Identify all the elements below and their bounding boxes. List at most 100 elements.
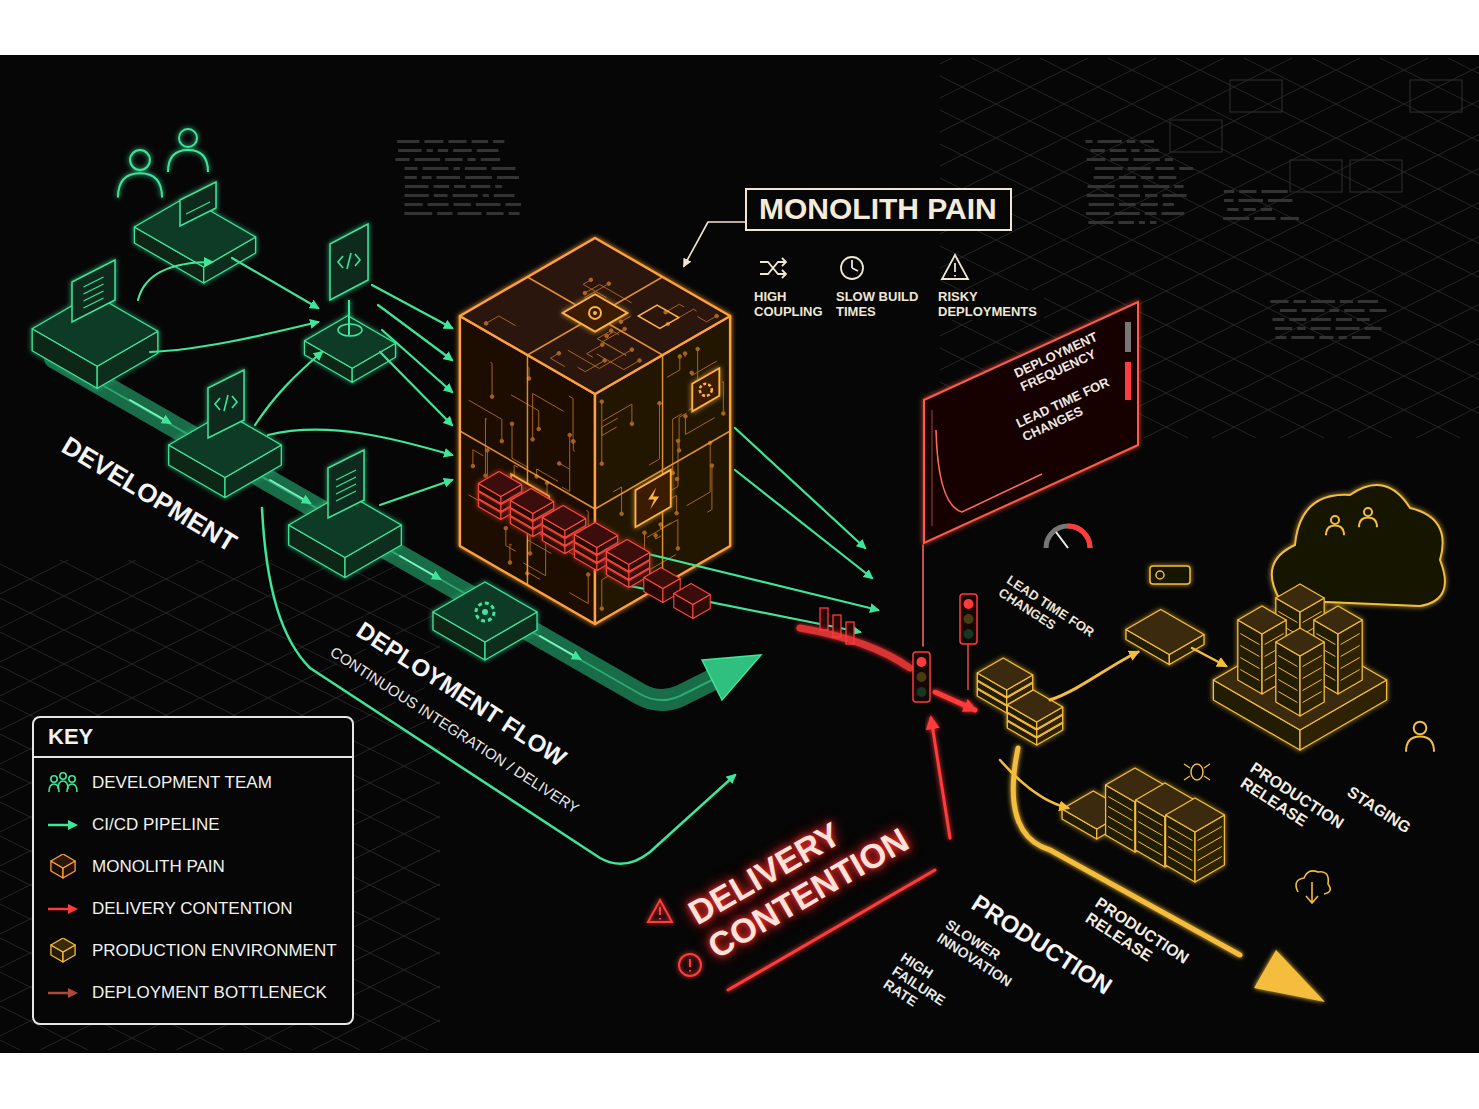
code-dash [492,167,516,170]
circuit-pad [654,534,658,538]
legend-row: DEVELOPMENT TEAM [34,762,352,804]
code-dash [1141,203,1158,206]
circuit-pad [504,526,508,530]
release-path [1050,652,1138,700]
grid-line [940,60,1479,438]
code-dash [1115,212,1140,215]
swatch-person-head [69,776,75,782]
traffic-lamp [964,614,974,624]
grid-line [940,58,1479,148]
grid-line [940,58,1479,438]
legend-row: CI/CD PIPELINE [34,804,352,846]
person-icon [168,129,208,172]
grid-line [0,1028,440,1050]
laptop-keys [186,202,210,214]
warning-mark [954,263,956,277]
grid-line [0,586,440,1050]
cube-division [595,355,730,585]
code-dash [1357,318,1370,321]
circuit-traces [468,362,590,603]
metrics-panel: DEPLOYMENT FREQUENCYLEAD TIME FOR CHANGE… [922,300,1142,545]
code-dash [1091,149,1105,152]
grid-line [0,560,440,1050]
pipeline-arrow [138,262,212,300]
code-dash [509,212,520,215]
circuit-pad [675,477,679,481]
circuit-pad [630,422,634,426]
server-rack [1166,798,1225,882]
code-dash [405,167,418,170]
impact-label: HIGH FAILURE RATE [879,948,964,1027]
block-face [1276,628,1324,656]
swatch-person-head [51,776,57,782]
person-body [1326,525,1344,535]
code-dash [1141,176,1154,179]
traffic-light [960,594,977,644]
code-dash [415,158,441,161]
code-symbol [215,395,237,411]
code-dash [1088,221,1113,224]
circuit-pad [484,474,488,478]
circuit-trace [603,404,632,424]
circuit-trace [550,353,564,366]
grid-line [940,58,1479,420]
block-face [1314,606,1362,634]
code-dash [468,158,476,161]
person-head [130,150,150,170]
swatch-head [68,988,78,998]
code-dash [1261,190,1287,193]
code-dash [423,167,449,170]
circuit-pad [557,351,561,355]
legend-label: DEVELOPMENT TEAM [92,773,272,793]
warning-icon [942,255,968,279]
circuit-trace [707,466,712,513]
swatch-line [48,992,70,995]
circuit-trace [486,316,516,326]
pipeline-arrow [268,430,452,455]
grid-cell [1410,80,1462,112]
cube-division [527,277,662,355]
circuit-pad [643,531,647,535]
grid-line [0,688,440,1050]
code-dash [436,176,460,179]
code-dash [1340,300,1353,303]
code-dash [1254,217,1275,220]
pipeline-arrow [378,305,452,360]
grid-line [0,560,440,1050]
label-anchor: STAGING [1342,782,1416,839]
code-dash [471,185,491,188]
block-face [542,506,585,531]
server-tower [1276,628,1324,716]
code-dash [1268,199,1292,202]
code-stand-pole [348,300,350,335]
grid-line [940,58,1479,352]
circuit-trace [685,416,714,434]
traffic-pole [967,640,969,690]
code-dash [438,149,448,152]
circuit-pad [471,464,475,468]
dark-ground [0,55,1479,1053]
grid-line [0,560,440,1050]
circuit-pad [528,552,532,556]
legend-swatch [46,812,80,838]
label-anchor: DELIVERY CONTENTION [680,775,936,968]
code-dash [1145,212,1157,215]
circuit-pad [583,291,587,295]
lead-time-gauge [1046,526,1090,548]
code-dash [1275,327,1292,330]
download-icon [1296,871,1330,903]
status-panel [1150,566,1190,584]
clock-icon [841,257,863,279]
stage-label: DEVELOPMENT [55,430,243,560]
circuit-pad [486,449,490,453]
block-face [51,854,75,868]
chart-axis [932,410,933,526]
grid-line [940,58,1479,80]
legend-label: DELIVERY CONTENTION [92,899,293,919]
person-icon [1326,516,1344,535]
code-dash [427,149,433,152]
grid-line [940,58,1479,420]
code-dash [1224,199,1234,202]
circuit-trace [473,450,484,466]
legend-label: PRODUCTION ENVIRONMENT [92,941,337,961]
